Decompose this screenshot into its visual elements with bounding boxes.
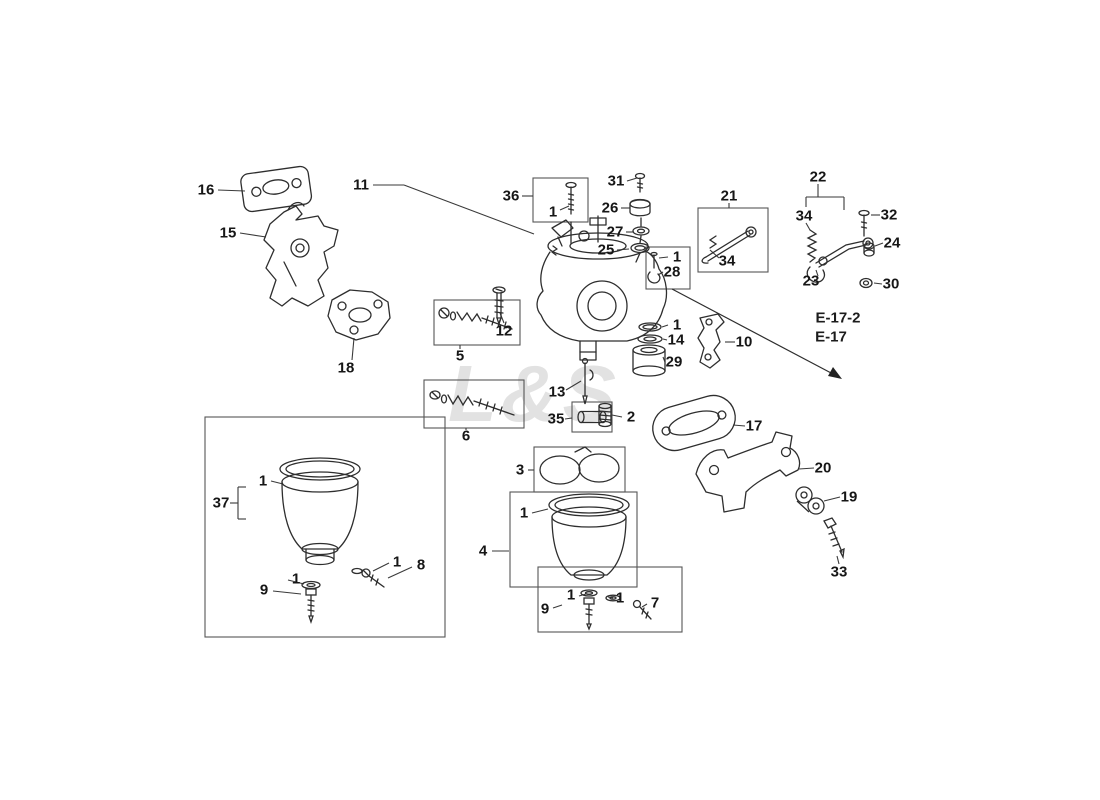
part-6-screw-set — [429, 390, 515, 416]
part-callout-17: 17 — [745, 417, 763, 435]
part-36-screw — [565, 181, 577, 215]
part-callout-25: 25 — [597, 241, 615, 259]
part-callout-22: 22 — [809, 168, 827, 186]
carburetor-body — [536, 215, 668, 361]
part-33-bolt — [823, 517, 845, 560]
parts-1-14-29-cup — [632, 322, 666, 377]
part-20-bracket — [695, 431, 801, 513]
part-16-plate — [240, 165, 313, 213]
part-callout-28: 28 — [663, 263, 681, 281]
part-10-bracket — [697, 313, 725, 369]
part-callout-1b: 1 — [672, 248, 682, 266]
part-callout-24: 24 — [883, 234, 901, 252]
part-5-screw-set — [438, 307, 513, 330]
part-callout-35: 35 — [547, 410, 565, 428]
part-callout-26: 26 — [601, 199, 619, 217]
part-callout-34a: 34 — [718, 252, 736, 270]
part-9-bolt-left — [301, 580, 321, 625]
part-21-rod — [701, 226, 757, 264]
part-13-needle — [581, 357, 594, 405]
part-callout-33: 33 — [830, 563, 848, 581]
part-callout-1h: 1 — [566, 586, 576, 604]
part-callout-6: 6 — [461, 427, 471, 445]
part-8-screw — [351, 567, 385, 588]
part-callout-21: 21 — [720, 187, 738, 205]
part-callout-5: 5 — [455, 347, 465, 365]
part-callout-3: 3 — [515, 461, 525, 479]
part-callout-27: 27 — [606, 223, 624, 241]
part-3-float — [539, 446, 620, 485]
e17-arrow — [671, 288, 842, 379]
part-callout-1i: 1 — [615, 589, 625, 607]
part-callout-12: 12 — [495, 322, 513, 340]
part-callout-11: 11 — [353, 176, 369, 194]
part-callout-29: 29 — [665, 353, 683, 371]
part-callout-9b: 9 — [540, 600, 550, 618]
part-37-bowl — [279, 457, 361, 566]
part-12-screw — [492, 286, 506, 327]
part-19-clamp — [795, 486, 825, 515]
part-4-bowl — [548, 493, 630, 581]
part-callout-37: 37 — [212, 494, 230, 512]
part-callout-32: 32 — [880, 206, 898, 224]
part-35-pin — [577, 410, 607, 424]
part-callout-15: 15 — [219, 224, 237, 242]
bottom-fasteners — [580, 589, 652, 631]
part-callout-23: 23 — [802, 272, 820, 290]
part-2-main-jet — [598, 402, 612, 428]
part-callout-8: 8 — [416, 556, 426, 574]
part-callout-31: 31 — [607, 172, 625, 190]
part-callout-36: 36 — [502, 187, 520, 205]
part-callout-1f: 1 — [291, 570, 301, 588]
part-callout-13: 13 — [548, 383, 566, 401]
part-callout-18: 18 — [337, 359, 355, 377]
reference-e17-2: E-17-2 — [815, 309, 861, 327]
part-callout-1d: 1 — [258, 472, 268, 490]
parts-31-26-27-25-column — [629, 172, 651, 263]
part-callout-1g: 1 — [519, 504, 529, 522]
part-callout-1c: 1 — [672, 316, 682, 334]
part-callout-10: 10 — [735, 333, 753, 351]
parts-1-28-pin-clip — [647, 251, 661, 284]
part-22-control-group — [806, 209, 875, 289]
part-callout-2: 2 — [626, 408, 636, 426]
part-callout-1e: 1 — [392, 553, 402, 571]
part-17-insulator — [652, 394, 736, 452]
watermark-text: L&S — [448, 349, 620, 438]
part-callout-7: 7 — [650, 594, 660, 612]
part-callout-4: 4 — [478, 542, 488, 560]
part-18-gasket — [327, 289, 391, 341]
part-callout-14: 14 — [667, 331, 685, 349]
part-callout-30: 30 — [882, 275, 900, 293]
part-callout-19: 19 — [840, 488, 858, 506]
reference-e17: E-17 — [815, 328, 847, 346]
part-callout-9a: 9 — [259, 581, 269, 599]
part-callout-1a: 1 — [548, 203, 558, 221]
leader-lines — [217, 177, 884, 609]
part-callout-16: 16 — [197, 181, 215, 199]
part-15-bracket — [263, 201, 339, 307]
part-callout-34b: 34 — [795, 207, 813, 225]
part-callout-20: 20 — [814, 459, 832, 477]
